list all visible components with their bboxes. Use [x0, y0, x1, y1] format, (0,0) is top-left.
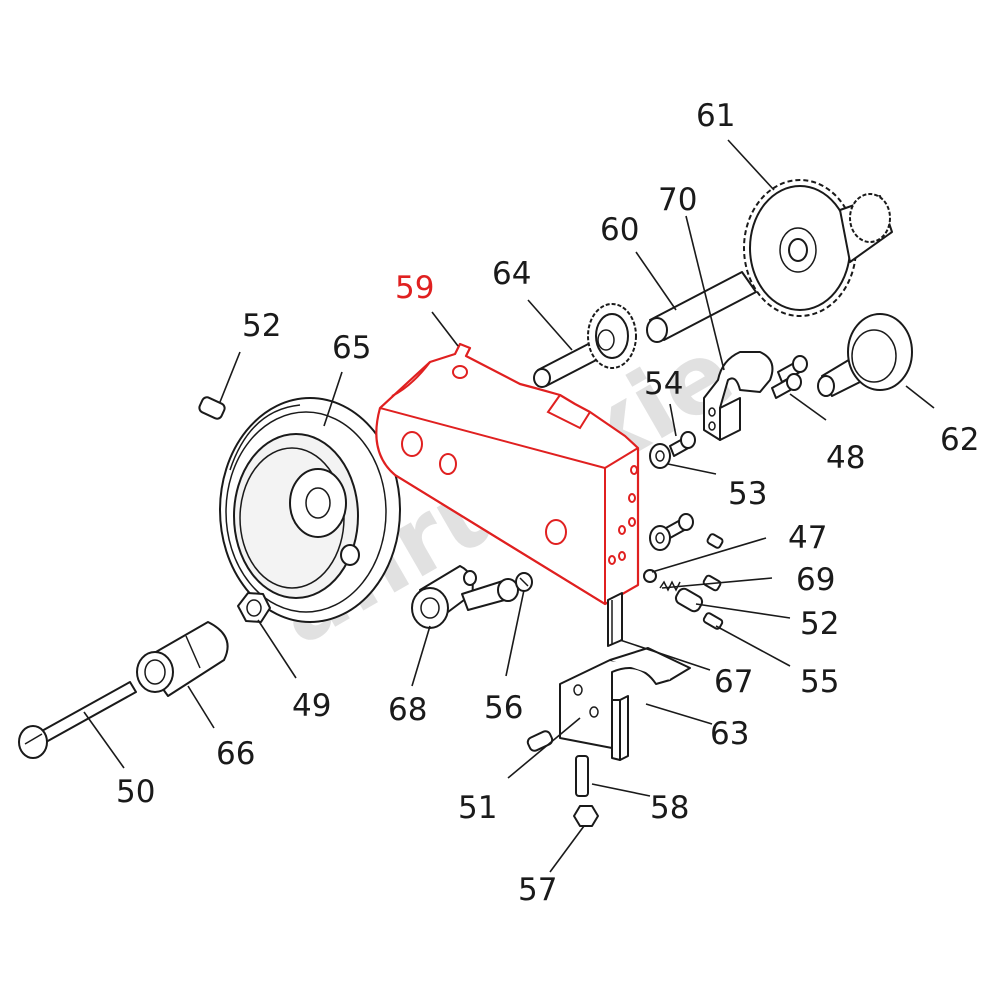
- label-48: 48: [826, 440, 865, 476]
- label-49: 49: [292, 688, 331, 724]
- washer-53-lower: [649, 513, 694, 551]
- bracket-70: [703, 351, 774, 441]
- label-65: 65: [332, 330, 371, 366]
- ball-47: [643, 569, 657, 583]
- clamp-63: [559, 647, 691, 761]
- label-58: 58: [650, 790, 689, 826]
- pin-51: [526, 730, 554, 752]
- sleeve-66: [136, 621, 229, 697]
- label-67: 67: [714, 664, 753, 700]
- label-50: 50: [116, 774, 155, 810]
- handwheel-part: [219, 397, 401, 623]
- small-screw-top: [706, 533, 724, 549]
- screws-48: [771, 355, 808, 399]
- screw-56: [515, 572, 533, 592]
- pin-52-right: [674, 587, 704, 613]
- label-62: 62: [940, 422, 979, 458]
- label-64: 64: [492, 256, 531, 292]
- label-57: 57: [518, 872, 557, 908]
- plate-67: [607, 592, 623, 647]
- label-52-top: 52: [242, 308, 281, 344]
- shaft-gear-64: [533, 303, 637, 388]
- flange-shaft-62: [817, 313, 913, 397]
- gear-61: [743, 179, 893, 317]
- label-69: 69: [796, 562, 835, 598]
- screw-55: [702, 612, 724, 630]
- shaft-60: [646, 271, 757, 343]
- label-53: 53: [728, 476, 767, 512]
- leader-lines: [83, 139, 935, 873]
- label-54: 54: [644, 366, 683, 402]
- label-55: 55: [800, 664, 839, 700]
- nut-57: [573, 805, 599, 827]
- callout-labels: 59 52 65 64 60 70 61 54 48 62 53 47 69 5…: [116, 98, 979, 908]
- label-60: 60: [600, 212, 639, 248]
- housing-outline: [375, 342, 640, 606]
- label-52-right: 52: [800, 606, 839, 642]
- lever-68: [411, 565, 519, 629]
- pin-52-top: [198, 396, 226, 420]
- nut-49: [237, 592, 271, 623]
- label-70: 70: [658, 182, 697, 218]
- label-47: 47: [788, 520, 827, 556]
- label-68: 68: [388, 692, 427, 728]
- screw-58: [575, 755, 589, 797]
- bolt-50: [18, 681, 137, 759]
- housing-59-highlighted: [375, 342, 640, 606]
- label-51: 51: [458, 790, 497, 826]
- label-63: 63: [710, 716, 749, 752]
- label-61: 61: [696, 98, 735, 134]
- screw-54: [649, 431, 696, 469]
- label-66: 66: [216, 736, 255, 772]
- label-56: 56: [484, 690, 523, 726]
- label-59: 59: [395, 270, 434, 306]
